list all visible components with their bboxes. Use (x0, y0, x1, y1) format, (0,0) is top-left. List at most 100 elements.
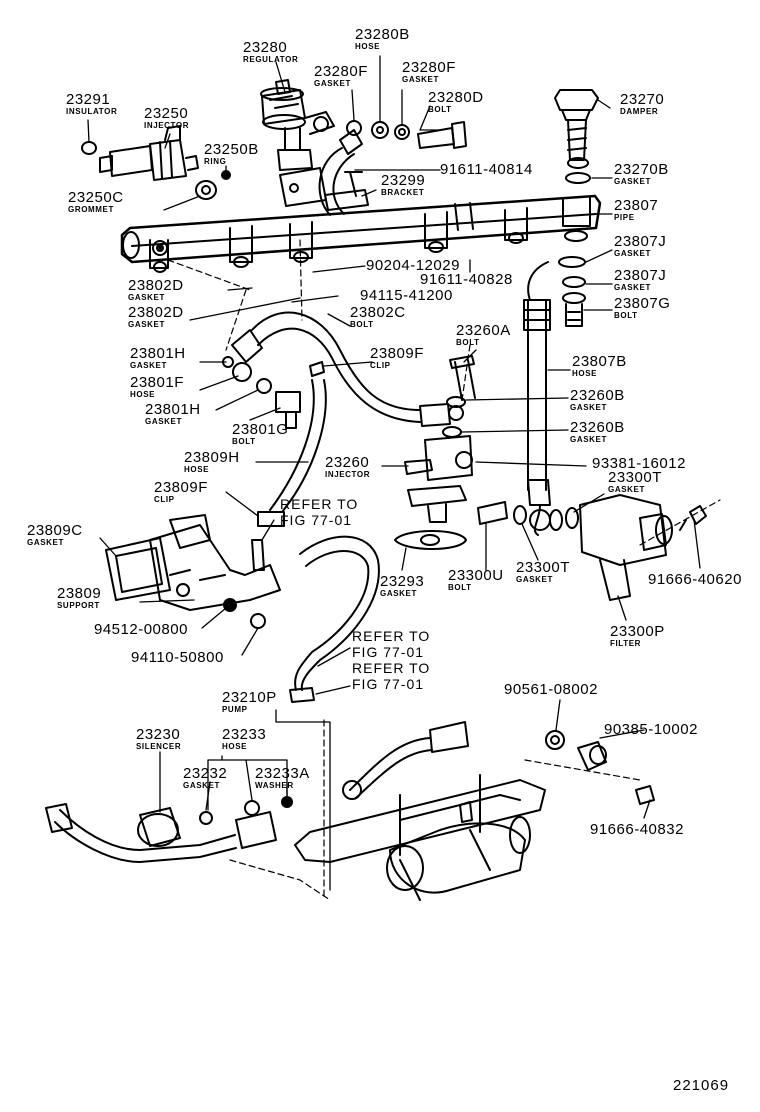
part-name: BOLT (456, 338, 480, 347)
part-name: GASKET (128, 293, 165, 302)
part-label: 91611-40828 (420, 272, 513, 287)
part-name: GASKET (380, 589, 417, 598)
part-number: 90385-10002 (604, 721, 698, 738)
left-fuel-hoses-drawing (222, 311, 464, 703)
part-number: 23230 (136, 726, 181, 743)
part-label: 91666-40832 (590, 822, 684, 837)
part-number: 23802C (350, 304, 406, 321)
part-name: BOLT (428, 105, 452, 114)
part-name: INSULATOR (66, 107, 118, 116)
part-number: 23809 (57, 585, 102, 602)
part-name: HOSE (222, 742, 248, 751)
part-number: 23260B (570, 387, 625, 404)
part-number: 23293 (380, 573, 425, 590)
part-name: BOLT (448, 583, 472, 592)
part-name: GASKET (608, 485, 645, 494)
part-number: 23260 (325, 454, 370, 471)
part-name: GASKET (130, 361, 167, 370)
part-name: PUMP (222, 705, 248, 714)
part-name: BOLT (232, 437, 256, 446)
part-number: 23280F (314, 63, 368, 80)
part-number: 94110-50800 (131, 649, 224, 666)
side-injector-drawing (81, 125, 231, 200)
part-number: 23299 (381, 172, 426, 189)
fuel-pump-drawing (294, 721, 655, 901)
part-number: 23809F (154, 479, 208, 496)
part-number: 23807 (614, 197, 659, 214)
part-number: 23233 (222, 726, 267, 743)
part-name: GASKET (614, 177, 651, 186)
part-label: 94115-41200 (360, 288, 453, 303)
part-number: 23300T (608, 469, 662, 486)
part-name: REGULATOR (243, 55, 299, 64)
part-name: WASHER (255, 781, 294, 790)
pressure-regulator-drawing (260, 79, 467, 216)
part-name: RING (204, 157, 227, 166)
part-number: 91666-40832 (590, 821, 684, 838)
part-number: 23270 (620, 91, 665, 108)
part-number: 93381-16012 (592, 455, 686, 472)
part-number: 23300U (448, 567, 504, 584)
part-name: SUPPORT (57, 601, 100, 610)
reference-line: REFER TO (280, 496, 359, 512)
part-number: 23801H (145, 401, 201, 418)
part-number: 23280F (402, 59, 456, 76)
reference-line: FIG 77-01 (280, 512, 353, 528)
support-bracket-drawing (105, 514, 281, 629)
pulsation-damper-drawing (554, 89, 599, 184)
part-name: GASKET (183, 781, 220, 790)
reference-line: REFER TO (352, 628, 431, 644)
part-number: 23250C (68, 189, 124, 206)
part-name: FILTER (610, 639, 642, 648)
part-name: BOLT (350, 320, 374, 329)
part-name: GASKET (128, 320, 165, 329)
part-name: GROMMET (68, 205, 114, 214)
part-name: GASKET (570, 403, 607, 412)
part-label: 90561-08002 (504, 682, 598, 697)
part-number: 23801F (130, 374, 184, 391)
part-number: 23291 (66, 91, 111, 108)
part-number: 23280D (428, 89, 484, 106)
part-number: 23802D (128, 277, 184, 294)
part-number: 91666-40620 (648, 571, 742, 588)
part-number: 23210P (222, 689, 277, 706)
part-number: 91611-40828 (420, 271, 513, 288)
part-number: 23280 (243, 39, 288, 56)
part-number: 23232 (183, 765, 228, 782)
part-name: GASKET (27, 538, 64, 547)
part-number: 23801H (130, 345, 186, 362)
leader-lines (87, 55, 701, 891)
part-name: BOLT (614, 311, 638, 320)
part-number: 91611-40814 (440, 161, 533, 178)
part-number: 23809H (184, 449, 240, 466)
fuel-filter-drawing (477, 494, 707, 601)
reference-line: FIG 77-01 (352, 644, 425, 660)
part-number: 23801G (232, 421, 289, 438)
